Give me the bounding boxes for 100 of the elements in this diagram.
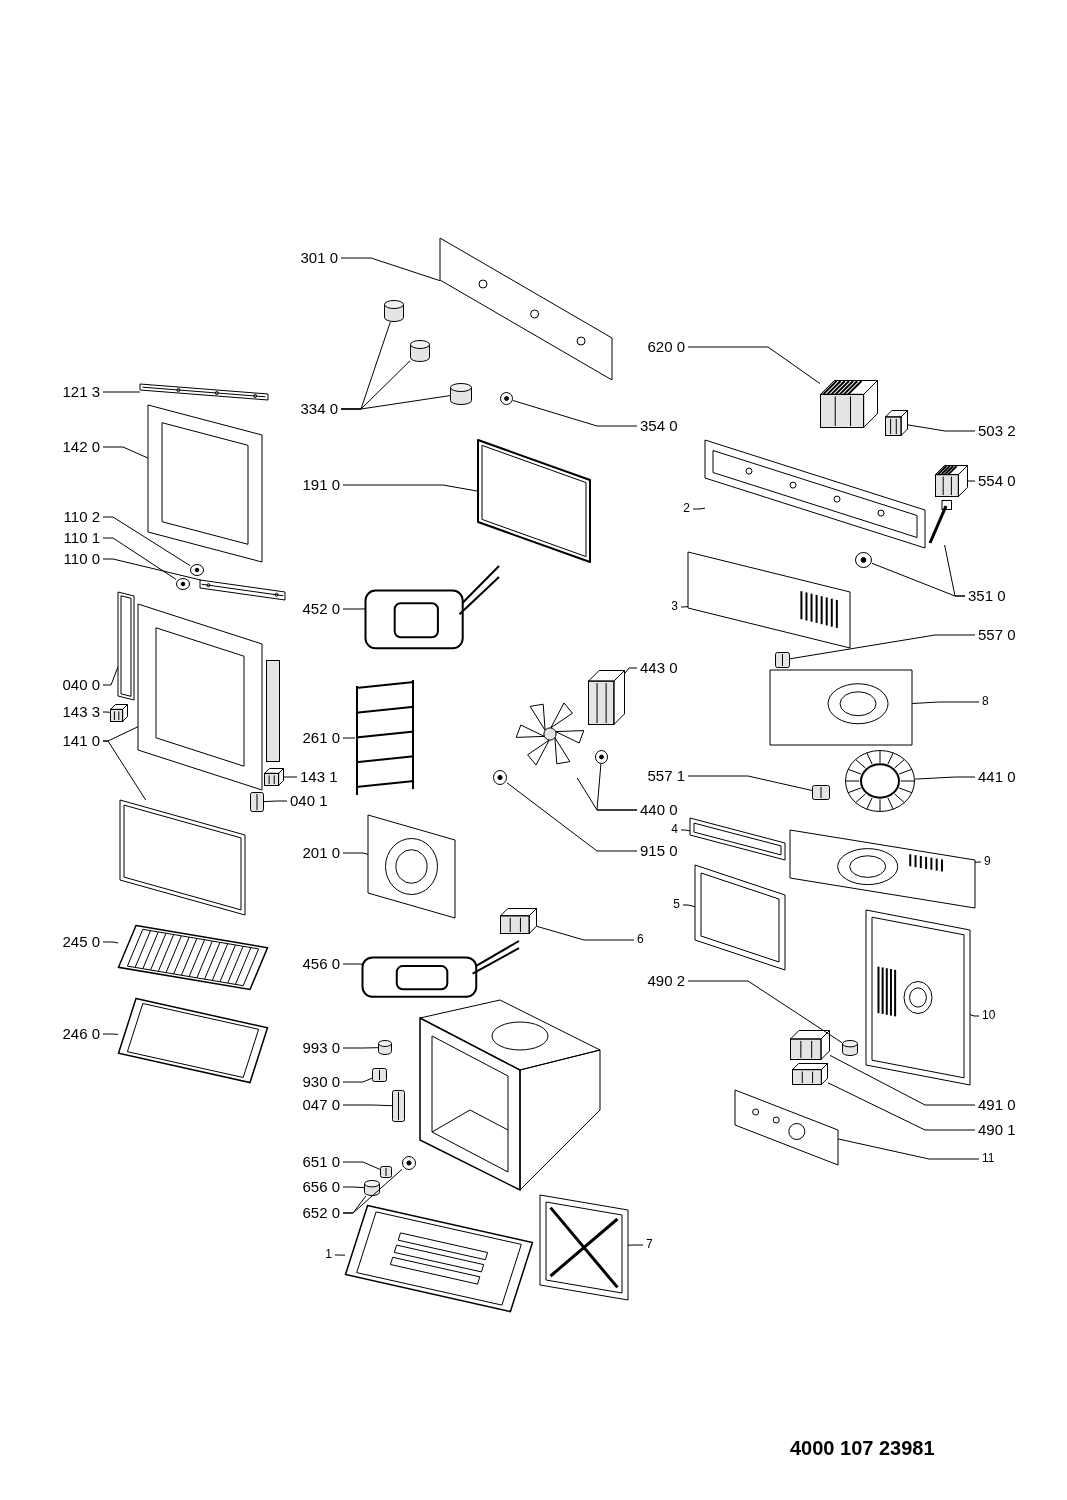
knob [842,1040,858,1056]
washer [595,750,608,764]
callout-number: 141 0 [62,732,100,750]
outer-door-glass [147,404,263,563]
callout-number: 354 0 [640,417,678,435]
leader-line [682,904,696,908]
control-knob [450,383,472,405]
baking-tray [117,997,269,1084]
small-knob [500,392,513,405]
callout-number: 557 0 [978,626,1016,644]
callout-number: 490 2 [647,972,685,990]
leader-line [692,507,706,510]
callout-number: 440 0 [640,801,678,819]
leader-line [342,963,363,965]
callout-number: 491 0 [978,1096,1016,1114]
callout-number: 1 [325,1248,332,1262]
leader-line [102,711,111,713]
fan-blade [515,702,585,766]
switch [885,410,908,436]
callout-number: 047 0 [302,1096,340,1114]
door-side-profile [117,591,135,701]
control-knob [384,300,404,322]
callout-number: 110 0 [63,550,100,568]
callout-number: 5 [673,898,680,912]
leader-line [263,800,288,803]
leader-line [342,737,356,739]
callout-number: 993 0 [302,1039,340,1057]
callout-number: 11 [982,1152,995,1166]
callout-number: 2 [683,502,690,516]
bottom-panel [344,1204,534,1313]
callout-number: 915 0 [640,842,678,860]
leader-line [342,1104,393,1107]
leader-line [102,391,141,393]
rear-panel [539,1194,629,1301]
leader-line [102,740,147,801]
leader-line [340,395,451,410]
leader-line [342,1168,403,1214]
callout-number: 7 [646,1238,653,1252]
callout-number: 142 0 [62,438,100,456]
oven-rack [117,924,269,991]
door-hinge [250,792,264,812]
heating-element [361,940,520,998]
callout-number: 10 [982,1009,996,1023]
leader-line [827,1082,976,1131]
callout-number: 261 0 [302,729,340,747]
fan-housing [769,669,913,746]
leader-line [102,1033,119,1035]
callout-number: 351 0 [968,587,1006,605]
part-number: 4000 107 23981 [790,1436,935,1460]
callout-number: 143 3 [62,703,100,721]
leader-line [342,1077,373,1083]
leader-line [967,480,976,482]
leader-line [789,634,976,660]
control-board-bracket [734,1089,839,1166]
callout-number: 3 [671,600,678,614]
leader-line [512,400,638,427]
leader-line [627,1244,644,1246]
control-panel [439,237,613,381]
terminal-block [820,380,878,428]
callout-number: 554 0 [978,472,1016,490]
callout-number: 490 1 [978,1121,1016,1139]
leader-line [102,941,119,944]
callout-number: 6 [637,933,644,947]
timer-module [935,465,968,497]
leader-line [829,1054,976,1106]
callout-number: 452 0 [302,600,340,618]
leader-line [342,608,366,610]
callout-number: 334 0 [300,400,338,418]
callout-number: 245 0 [62,933,100,951]
leader-line [596,763,638,811]
grill-element [364,565,500,650]
leader-line [342,1186,365,1189]
leader-line [680,829,691,832]
lamp-cap [378,1040,392,1055]
thermostat [812,785,830,800]
leader-line [907,424,976,432]
hinge-bar [199,579,286,601]
callout-number: 651 0 [302,1153,340,1171]
glass-spacer [176,578,190,590]
callout-number: 456 0 [302,955,340,973]
leader-line [871,562,966,597]
lamp-holder [380,1166,392,1178]
leader-line [102,516,191,567]
mounting-bracket [500,908,537,934]
callout-number: 503 2 [978,422,1016,440]
callout-number: 652 0 [302,1204,340,1222]
leader-line [102,446,149,459]
callout-number: 246 0 [62,1025,100,1043]
callout-number: 441 0 [978,768,1016,786]
channel-rail [689,817,786,861]
leader-line [837,1138,980,1160]
hinge-bracket [264,768,284,786]
leader-line [283,776,298,778]
callout-number: 110 1 [63,529,100,547]
inner-door-panel [137,603,263,791]
side-bracket [694,864,786,971]
leader-line [914,776,976,780]
leader-line [687,980,843,1044]
callout-number: 301 0 [300,249,338,267]
leader-line [624,667,638,674]
